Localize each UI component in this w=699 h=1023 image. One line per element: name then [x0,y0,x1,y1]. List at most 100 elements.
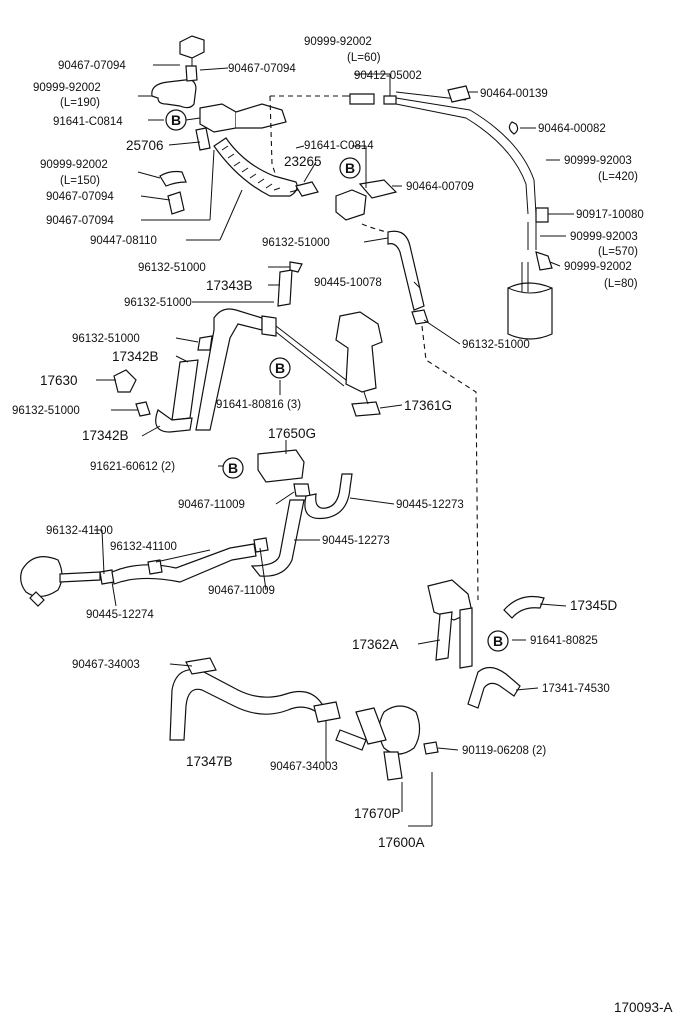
valve-17600a [378,705,421,755]
bracket-90464-00709 [335,189,367,221]
label-90445-10078: 90445-10078 [314,277,382,289]
label-90464-00709: 90464-00709 [406,181,474,193]
label-90464-00139: 90464-00139 [480,88,548,100]
label-l190: (L=190) [60,97,100,109]
label-96132-51000-c: 96132-51000 [124,297,192,309]
pipe-assembly [195,308,263,431]
label-90412-05002: 90412-05002 [354,70,422,82]
svg-text:B: B [171,112,181,128]
valve-17670p [383,751,403,781]
label-l420: (L=420) [598,171,638,183]
bolt-90119-06208 [423,741,439,755]
label-90999-92002-b: 90999-92002 [40,159,108,171]
label-90445-12273-b: 90445-12273 [322,535,390,547]
hose-17347b [169,668,323,741]
top-right-pipes [269,85,553,340]
hose-l190 [151,79,197,109]
svg-text:B: B [345,160,355,176]
callout-b-3: B [269,357,291,379]
label-17341-74530: 17341-74530 [542,683,610,695]
leader-lines [94,64,574,827]
label-90917-10080: 90917-10080 [576,209,644,221]
label-90467-11009-a: 90467-11009 [178,499,245,511]
label-17362a: 17362A [352,637,399,652]
valve-90917-10080 [535,207,549,223]
valve-flange [355,707,387,745]
label-90464-00082: 90464-00082 [538,123,606,135]
label-17630: 17630 [40,373,78,388]
label-17343b: 17343B [206,278,253,293]
svg-text:B: B [228,460,238,476]
hose-90445-12274 [111,543,257,585]
label-96132-51000-e: 96132-51000 [462,339,530,351]
label-17342b-a: 17342B [112,349,159,364]
callout-b-4: B [222,457,244,479]
label-91641-80825: 91641-80825 [530,635,598,647]
label-90999-92003-a: 90999-92003 [564,155,632,167]
label-96132-51000-b: 96132-51000 [138,262,206,274]
sensor-23265 [295,181,319,197]
clamp-90464-00139 [447,85,471,103]
pipe-joint [261,315,277,337]
sensor-17630 [113,369,137,393]
svg-text:B: B [493,633,503,649]
hose-17345d [503,595,545,619]
clip-90467-11009-a [293,483,311,497]
canister-cap-part [179,35,205,59]
label-90445-12274: 90445-12274 [86,609,154,621]
clamp-90467-34003-a [185,657,217,675]
label-91621-60612: 91621-60612 (2) [90,461,175,473]
top-left-assembly [151,35,398,221]
label-17345d: 17345D [570,598,618,613]
pipe-17362a-a [435,611,453,661]
pipe-17361g [351,401,381,417]
label-25706: 25706 [126,138,164,153]
label-90467-07094-d: 90467-07094 [46,215,114,227]
clip-90467-11009-b [253,537,269,553]
vsv-bracket [235,103,287,129]
middle-assembly [113,230,479,601]
label-90467-07094-a: 90467-07094 [58,60,126,72]
label-90467-07094-b: 90467-07094 [228,63,296,75]
label-17670p: 17670P [354,806,401,821]
label-l60: (L=60) [347,52,381,64]
label-96132-41100-b: 96132-41100 [110,541,177,553]
label-90467-07094-c: 90467-07094 [46,191,114,203]
clamp-90464-00082 [508,121,519,135]
label-17650g: 17650G [268,426,316,441]
small-hose-b [195,127,211,151]
hose-90445-10078 [387,230,425,311]
union-90412-05002 [383,95,397,105]
hose-90445-12273-a [304,473,353,520]
label-96132-51000-d: 96132-51000 [72,333,140,345]
label-17342b-b: 17342B [82,428,129,443]
callout-b-1: B [165,109,187,131]
clip-96132-51000-f [135,401,151,417]
callout-b-2: B [339,157,361,179]
label-l570: (L=570) [598,246,638,258]
vsv-17650g [257,449,305,483]
label-91641-c0814-b: 91641-C0814 [304,140,374,152]
clip-90464-00709 [358,179,398,199]
lower-right-assembly [169,579,545,781]
label-90999-92002-a: 90999-92002 [33,82,101,94]
label-90467-11009-b: 90467-11009 [208,585,275,597]
hose-17342b-b [155,409,193,433]
label-90445-12273-a: 90445-12273 [396,499,464,511]
clip-96132-51000-c [411,309,429,325]
label-91641-c0814-a: 91641-C0814 [53,116,123,128]
hose-clip [185,65,198,82]
svg-text:B: B [275,360,285,376]
canister-pipe [59,571,101,583]
label-l150: (L=150) [60,175,100,187]
clip-96132-51000-a [289,261,303,273]
clamp-90467-34003-b [313,701,341,723]
pipe-17362a-b [459,607,473,669]
bracket-17361g [335,311,383,393]
pipe-l570 [527,222,537,250]
figure-number: 170093-A [614,1000,673,1015]
label-90447-08110: 90447-08110 [90,235,157,247]
hose-90445-12273-b [250,499,305,577]
pipe-l420-b [395,103,529,215]
